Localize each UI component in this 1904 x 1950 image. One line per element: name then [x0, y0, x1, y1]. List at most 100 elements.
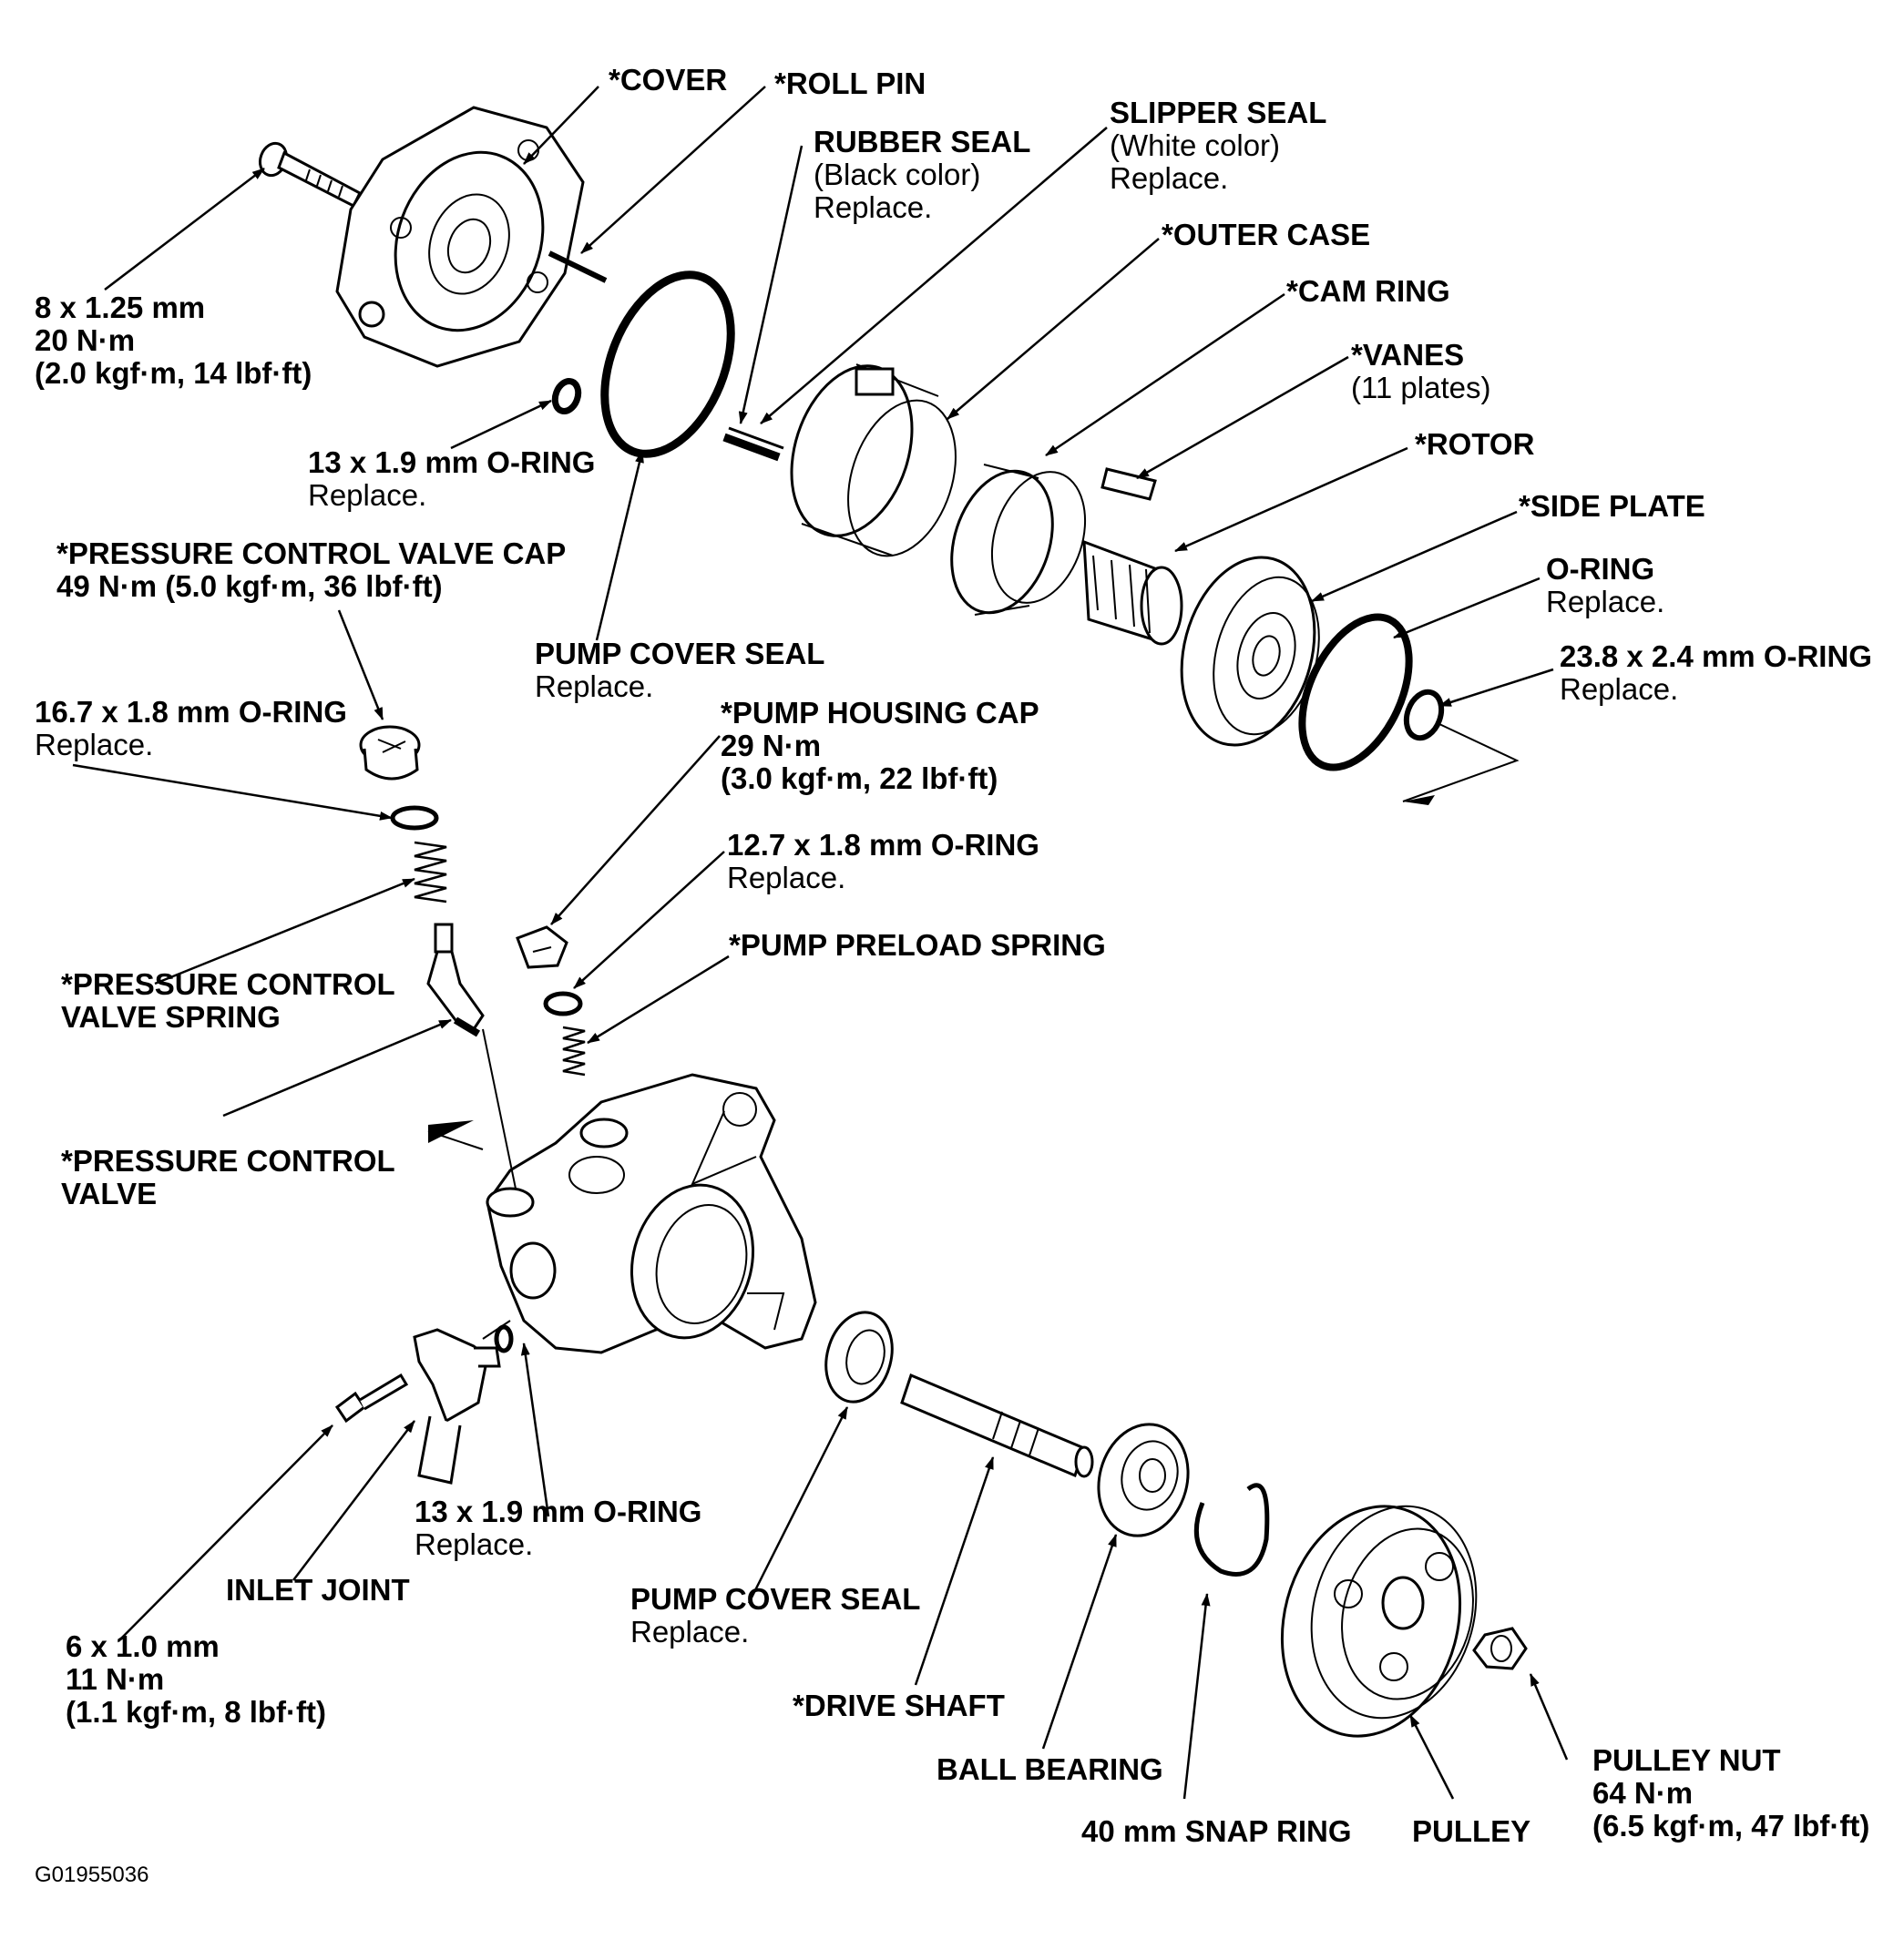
label-vanes-sub: (11 plates)	[1351, 371, 1491, 404]
label-pump-cover-seal-bottom: PUMP COVER SEAL Replace.	[630, 1583, 920, 1649]
label-slipper-seal-sub-2: Replace.	[1110, 161, 1229, 195]
label-oring-23-title: 23.8 x 2.4 mm O-RING	[1560, 639, 1872, 673]
label-rotor-title: *ROTOR	[1415, 427, 1535, 461]
pump-cover-seal-bottom	[824, 1311, 894, 1404]
inlet-joint	[413, 1328, 501, 1485]
label-cam-ring-title: *CAM RING	[1286, 274, 1450, 308]
label-pulley-nut-3: (6.5 kgf·m, 47 lbf·ft)	[1592, 1809, 1870, 1843]
label-pump-cover-seal-top: PUMP COVER SEAL Replace.	[535, 638, 824, 703]
label-oring-23: 23.8 x 2.4 mm O-RING Replace.	[1560, 640, 1872, 706]
snap-ring	[1193, 1483, 1270, 1577]
outer-case	[790, 363, 957, 557]
label-pump-preload-spring-title: *PUMP PRELOAD SPRING	[729, 928, 1106, 962]
cover-bolt	[258, 141, 362, 209]
label-pump-cover-seal-top-title: PUMP COVER SEAL	[535, 637, 825, 670]
oring-side	[1298, 613, 1413, 771]
oring-16	[390, 805, 439, 831]
label-snap-ring-title: 40 mm SNAP RING	[1081, 1814, 1352, 1848]
label-cover-bolt: 8 x 1.25 mm 20 N·m (2.0 kgf·m, 14 lbf·ft…	[35, 291, 312, 390]
label-vanes: *VANES (11 plates)	[1351, 339, 1490, 404]
label-side-plate: *SIDE PLATE	[1519, 490, 1705, 523]
label-slipper-seal-title: SLIPPER SEAL	[1110, 96, 1327, 129]
label-inlet-bolt-2: 11 N·m	[66, 1662, 165, 1696]
label-cover: *COVER	[609, 64, 727, 97]
label-inlet-bolt-1: 6 x 1.0 mm	[66, 1629, 220, 1663]
label-inlet-joint-title: INLET JOINT	[226, 1573, 410, 1607]
label-oring-13-top: 13 x 1.9 mm O-RING Replace.	[308, 446, 595, 512]
label-pcv-2: VALVE	[61, 1177, 158, 1210]
ball-bearing	[1097, 1423, 1190, 1537]
label-oring-12-sub: Replace.	[727, 861, 846, 894]
axis-bracket	[1402, 723, 1520, 802]
label-pulley-title: PULLEY	[1412, 1814, 1531, 1848]
label-drive-shaft-title: *DRIVE SHAFT	[793, 1689, 1005, 1722]
pulley-nut	[1472, 1627, 1528, 1670]
label-outer-case-title: *OUTER CASE	[1162, 218, 1371, 251]
label-pump-housing-cap-2: 29 N·m	[721, 729, 822, 762]
label-oring-23-sub: Replace.	[1560, 672, 1679, 706]
label-vanes-title: *VANES	[1351, 338, 1465, 372]
inlet-bolt	[334, 1373, 409, 1424]
label-pcv-cap-1: *PRESSURE CONTROL VALVE CAP	[56, 536, 567, 570]
label-oring-side-sub: Replace.	[1546, 585, 1665, 618]
label-side-plate-title: *SIDE PLATE	[1519, 489, 1705, 523]
label-ball-bearing: BALL BEARING	[937, 1753, 1163, 1786]
label-outer-case: *OUTER CASE	[1162, 219, 1370, 251]
label-oring-12: 12.7 x 1.8 mm O-RING Replace.	[727, 829, 1039, 894]
label-ball-bearing-title: BALL BEARING	[937, 1752, 1163, 1786]
seal-pair	[722, 426, 784, 462]
label-rubber-seal: RUBBER SEAL (Black color) Replace.	[814, 126, 1030, 224]
oring-13-bottom	[494, 1324, 514, 1353]
preload-spring	[562, 1026, 586, 1077]
oring-23	[1403, 689, 1445, 741]
label-oring-12-title: 12.7 x 1.8 mm O-RING	[727, 828, 1039, 862]
label-rubber-seal-sub-1: (Black color)	[814, 158, 981, 191]
rotor	[1082, 539, 1183, 646]
label-pulley: PULLEY	[1412, 1815, 1530, 1848]
label-pump-housing-cap-1: *PUMP HOUSING CAP	[721, 696, 1039, 730]
figure-id: G01955036	[35, 1863, 149, 1887]
label-oring-13-bottom: 13 x 1.9 mm O-RING Replace.	[415, 1496, 701, 1561]
pump-housing-cap	[516, 925, 568, 969]
label-pcv-spring: *PRESSURE CONTROL VALVE SPRING	[61, 968, 395, 1034]
oring-13-top	[551, 378, 582, 414]
label-inlet-bolt-3: (1.1 kgf·m, 8 lbf·ft)	[66, 1695, 326, 1729]
label-cover-bolt-1: 8 x 1.25 mm	[35, 291, 206, 324]
label-cover-bolt-3: (2.0 kgf·m, 14 lbf·ft)	[35, 356, 312, 390]
label-drive-shaft: *DRIVE SHAFT	[793, 1690, 1005, 1722]
label-pcv-cap: *PRESSURE CONTROL VALVE CAP 49 N·m (5.0 …	[56, 537, 566, 603]
pcv-valve	[426, 923, 485, 1037]
roll-pin	[548, 250, 608, 283]
label-pcv-spring-1: *PRESSURE CONTROL	[61, 967, 395, 1001]
label-roll-pin: *ROLL PIN	[774, 67, 926, 100]
oring-12	[543, 991, 583, 1016]
label-oring-13-top-title: 13 x 1.9 mm O-RING	[308, 445, 596, 479]
label-roll-pin-title: *ROLL PIN	[774, 66, 926, 100]
label-pcv-1: *PRESSURE CONTROL	[61, 1144, 395, 1178]
label-pulley-nut: PULLEY NUT 64 N·m (6.5 kgf·m, 47 lbf·ft)	[1592, 1744, 1869, 1843]
label-pump-cover-seal-bottom-title: PUMP COVER SEAL	[630, 1582, 921, 1616]
label-cam-ring: *CAM RING	[1286, 275, 1450, 308]
label-inlet-joint: INLET JOINT	[226, 1574, 410, 1607]
label-pcv-spring-2: VALVE SPRING	[61, 1000, 281, 1034]
cam-ring	[950, 464, 1087, 616]
label-slipper-seal: SLIPPER SEAL (White color) Replace.	[1110, 97, 1326, 195]
label-pcv-cap-2: 49 N·m (5.0 kgf·m, 36 lbf·ft)	[56, 569, 443, 603]
cover	[335, 106, 585, 368]
label-pulley-nut-2: 64 N·m	[1592, 1776, 1694, 1810]
label-oring-side: O-RING Replace.	[1546, 553, 1664, 618]
drive-shaft	[900, 1373, 1094, 1478]
side-plate	[1180, 556, 1320, 747]
label-oring-13-top-sub: Replace.	[308, 478, 427, 512]
pcv-cap	[359, 725, 421, 781]
label-oring-13-bottom-sub: Replace.	[415, 1527, 534, 1561]
label-oring-13-bottom-title: 13 x 1.9 mm O-RING	[415, 1495, 702, 1528]
label-pump-cover-seal-bottom-sub: Replace.	[630, 1615, 750, 1649]
label-rotor: *ROTOR	[1415, 428, 1534, 461]
pump-housing	[486, 1073, 817, 1354]
label-cover-bolt-2: 20 N·m	[35, 323, 136, 357]
pcv-spring	[414, 841, 447, 904]
label-oring-16-title: 16.7 x 1.8 mm O-RING	[35, 695, 347, 729]
label-rubber-seal-title: RUBBER SEAL	[814, 125, 1031, 158]
